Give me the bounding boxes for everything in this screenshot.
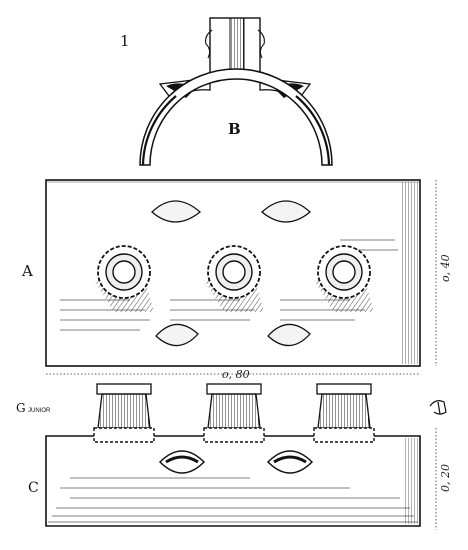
monogram-mark (429, 400, 447, 415)
dimension-lines (46, 180, 437, 530)
socket-g (203, 383, 265, 443)
lens-opening (155, 323, 199, 347)
plan-view-a: A (21, 179, 421, 367)
dimension-height-a: o, 40 (439, 254, 452, 282)
gear-socket (94, 245, 154, 312)
gear-socket (314, 245, 374, 312)
dimension-width-a: o, 80 (222, 368, 250, 381)
dimension-height-c: 0, 20 (439, 464, 452, 492)
label-b: B (228, 120, 241, 138)
side-view-c: C G JUNIOR (16, 383, 421, 527)
socket-g (313, 383, 375, 443)
label-a: A (21, 262, 33, 280)
figure-number: 1 (120, 32, 130, 50)
gear-socket (204, 245, 264, 312)
lens-opening (261, 200, 311, 223)
label-c: C (28, 480, 39, 496)
eye-opening (158, 450, 206, 474)
label-g: G (16, 401, 26, 415)
section-b-arch: B (139, 17, 333, 166)
lens-opening (151, 200, 202, 223)
lens-opening (267, 323, 311, 347)
label-g-junior: JUNIOR (28, 408, 51, 414)
socket-g (93, 383, 155, 443)
eye-opening (266, 450, 314, 474)
